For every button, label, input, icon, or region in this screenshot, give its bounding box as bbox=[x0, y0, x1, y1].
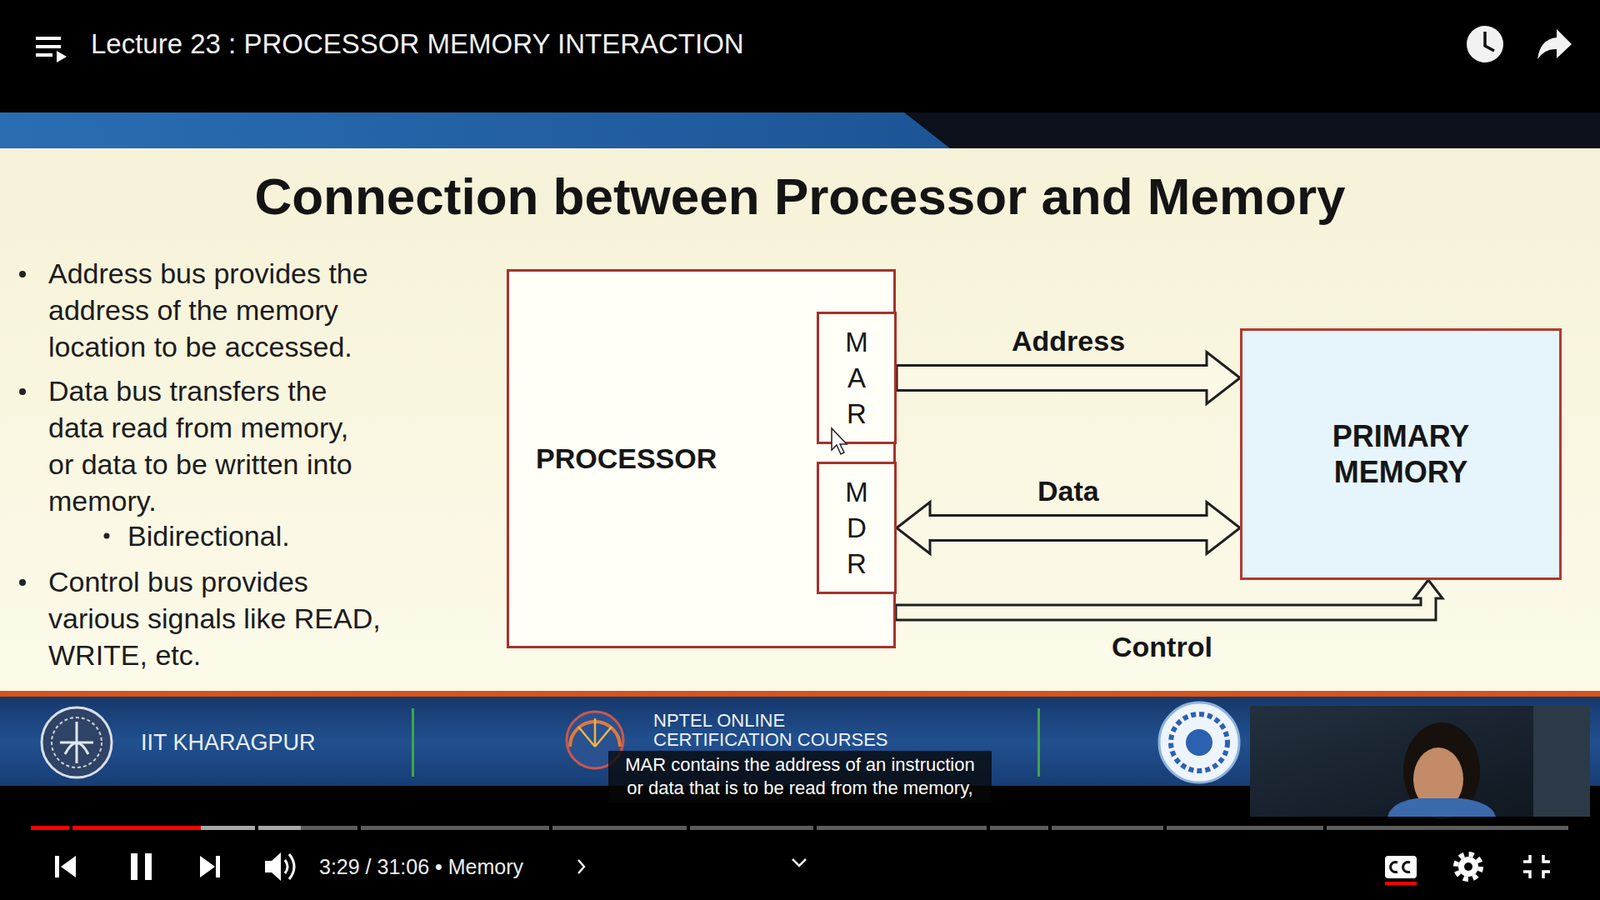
chapter-gap bbox=[357, 825, 361, 831]
block-arrow bbox=[895, 580, 1443, 620]
edge-label-wrap: Address bbox=[1011, 324, 1125, 358]
volume-icon bbox=[285, 854, 295, 880]
bus-label: Data bbox=[1037, 474, 1100, 508]
institute-logo bbox=[1185, 729, 1213, 756]
iit-logo bbox=[51, 717, 102, 768]
bullet-text: Data bus transfers the data read from me… bbox=[48, 372, 359, 520]
bullet-dot bbox=[19, 270, 26, 278]
bullet-text-wrap: Data bus transfers the data read from me… bbox=[48, 372, 359, 520]
bullet-dot bbox=[19, 579, 26, 586]
progress-bar bbox=[30, 825, 1569, 830]
bullet-dot bbox=[104, 533, 110, 540]
node-text: M A R bbox=[841, 324, 872, 432]
chapter-gap bbox=[813, 825, 817, 831]
slide-top-band bbox=[0, 112, 1600, 149]
processor-box: PROCESSOR M A R M D R bbox=[506, 269, 896, 649]
video-title-wrap: Lecture 23 : PROCESSOR MEMORY INTERACTIO… bbox=[90, 28, 745, 60]
fullscreen-exit-icon bbox=[1523, 855, 1550, 879]
bus-label: Address bbox=[1011, 324, 1125, 358]
edge-label-wrap: Data bbox=[1037, 474, 1100, 508]
pause-icon bbox=[130, 853, 138, 880]
node-text: PRIMARY MEMORY bbox=[1292, 418, 1510, 490]
bullet-dot bbox=[19, 388, 26, 395]
menu-icon bbox=[35, 45, 61, 49]
chapter-chevron bbox=[578, 860, 585, 874]
block-arrow bbox=[896, 502, 1240, 555]
node-text: M D R bbox=[841, 474, 872, 582]
webcam-inset bbox=[1250, 705, 1590, 817]
block-arrow bbox=[896, 352, 1240, 405]
previous-icon bbox=[60, 855, 76, 878]
captions-icon bbox=[1390, 862, 1410, 873]
slide-title-wrap: Connection between Processor and Memory bbox=[0, 166, 1600, 227]
expand-chevron bbox=[792, 859, 806, 866]
subtitle-caption: MAR contains the address of an instructi… bbox=[608, 750, 992, 803]
webcam-inset bbox=[1533, 705, 1590, 817]
register-box: M A R bbox=[816, 311, 897, 445]
course-banner: NPTEL ONLINE CERTIFICATION COURSES bbox=[653, 710, 904, 750]
chapter-gap bbox=[686, 825, 690, 831]
iit-logo bbox=[60, 721, 94, 764]
bus-label: Control bbox=[1111, 630, 1213, 664]
clock-icon bbox=[1466, 25, 1504, 63]
slide-top-band bbox=[0, 112, 950, 149]
captions-icon bbox=[1385, 855, 1417, 879]
player-time: 3:29 / 31:06 • Memory bbox=[319, 854, 524, 880]
chapter-gap bbox=[549, 825, 553, 831]
institute-logo bbox=[1170, 714, 1228, 771]
video-title: Lecture 23 : PROCESSOR MEMORY INTERACTIO… bbox=[90, 28, 745, 60]
clock-icon bbox=[1485, 31, 1495, 51]
chapter-gap bbox=[1048, 825, 1052, 831]
bullet-text: Address bus provides the address of the … bbox=[48, 255, 390, 365]
settings-icon bbox=[1464, 862, 1473, 871]
footer-stripe bbox=[0, 690, 1600, 697]
settings-icon bbox=[1458, 856, 1479, 877]
sub-bullet-text: Bidirectional. bbox=[127, 517, 290, 555]
footer-separator bbox=[411, 708, 415, 777]
memory-box: PRIMARY MEMORY bbox=[1240, 328, 1562, 580]
next-icon bbox=[215, 855, 220, 878]
node-text: PROCESSOR bbox=[535, 441, 717, 476]
register-box: M D R bbox=[816, 461, 897, 595]
menu-icon bbox=[35, 53, 53, 57]
chapter-gap bbox=[1323, 825, 1327, 831]
institute-logo bbox=[1159, 702, 1240, 783]
player-time-wrap: 3:29 / 31:06 • Memory bbox=[319, 854, 524, 880]
subtitle-caption-wrap: MAR contains the address of an instructi… bbox=[608, 750, 992, 803]
chapter-gap bbox=[255, 825, 259, 831]
sub-bullet-text-wrap: Bidirectional. bbox=[127, 517, 290, 555]
institute-name-wrap: IIT KHARAGPUR bbox=[140, 729, 316, 756]
previous-icon bbox=[55, 855, 60, 878]
progress-buffer bbox=[30, 825, 301, 830]
progress-played bbox=[30, 825, 201, 830]
next-icon bbox=[200, 855, 215, 878]
menu-icon bbox=[35, 36, 61, 40]
bullet-text: Control bus provides various signals lik… bbox=[48, 563, 390, 674]
settings-icon bbox=[1455, 854, 1481, 880]
course-banner-wrap: NPTEL ONLINE CERTIFICATION COURSES bbox=[653, 710, 904, 750]
footer-separator bbox=[1037, 708, 1040, 777]
captions-active-bar bbox=[1385, 881, 1417, 885]
slide-title: Connection between Processor and Memory bbox=[0, 166, 1600, 227]
edge-label-wrap: Control bbox=[1111, 630, 1213, 664]
institute-name: IIT KHARAGPUR bbox=[140, 729, 316, 756]
pause-icon bbox=[145, 853, 152, 880]
bullet-text-wrap: Address bus provides the address of the … bbox=[48, 255, 390, 365]
chapter-gap bbox=[69, 825, 73, 831]
chapter-gap bbox=[986, 825, 990, 831]
volume-icon bbox=[265, 852, 281, 881]
share-icon bbox=[1537, 29, 1572, 60]
menu-icon bbox=[56, 50, 67, 63]
iit-logo bbox=[41, 707, 112, 778]
nptel-logo bbox=[578, 718, 612, 747]
chapter-gap bbox=[1163, 825, 1167, 831]
bullet-text-wrap: Control bus provides various signals lik… bbox=[48, 563, 390, 674]
slide-background bbox=[0, 148, 1600, 691]
presenter-figure bbox=[1387, 798, 1496, 817]
